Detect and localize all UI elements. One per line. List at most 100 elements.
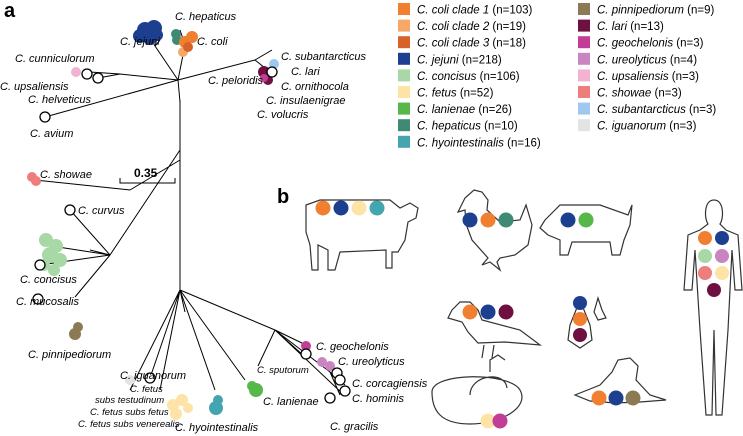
legend-swatch [578,102,590,115]
label-fetus-venerealis: C. fetus subs venerealis [78,419,180,430]
legend-item: C. hepaticus (n=10) [398,119,518,133]
label-gracilis: C. gracilis [330,421,379,433]
human-dot-showae [698,266,712,280]
leaf-node [324,392,336,404]
label-ornithocola: C. ornithocola [281,81,349,93]
legend-item: C. coli clade 2 (n=19) [398,19,526,33]
gull-dot-coli1 [462,304,478,320]
clade-blob-hyointestinalis [213,395,223,405]
legend-swatch [398,19,410,32]
seal-dot-coli1 [591,390,607,406]
chicken-dot-hepaticus [498,212,514,228]
legend-item: C. subantarcticus (n=3) [578,102,716,116]
legend-item: C. concisus (n=106) [398,69,520,83]
legend-swatch [398,102,410,115]
label-fetus-testudinum-2: subs testudinum [95,395,164,406]
human-dot-jejuni [715,231,729,245]
clade-blob-fetus [170,408,182,420]
label-mucosalis: C. mucosalis [16,296,79,308]
legend-text: C. hepaticus (n=10) [417,121,518,133]
legend-text: C. showae (n=3) [597,88,682,100]
legend-swatch [578,86,590,98]
clade-blob-fetus [176,394,188,406]
clade-blob-lanienae [247,381,257,391]
label-lari: C. lari [291,66,320,78]
cow-dot-fetus [351,200,367,216]
label-geochelonis: C. geochelonis [316,341,389,353]
water-dot-lari [573,328,587,342]
cow-dot-coli1 [315,200,331,216]
leaf-node [64,204,76,216]
label-ureolyticus: C. ureolyticus [338,356,405,368]
legend-swatch [578,3,590,15]
legend-text: C. coli clade 1 (n=103) [417,5,533,17]
label-upsaliensis: C. upsaliensis [0,81,69,93]
label-volucris: C. volucris [257,109,309,121]
human-dot-concisus [698,249,712,263]
legend-text: C. hyointestinalis (n=16) [417,137,541,149]
leaf-node [300,348,312,360]
label-corcagiensis: C. corcagiensis [352,378,428,390]
chicken-silhouette [456,189,533,272]
cow-dot-jejuni [333,200,349,216]
label-curvus: C. curvus [78,205,125,217]
leaf-node [144,372,156,384]
legend-text: C. coli clade 3 (n=18) [417,38,526,50]
legend-text: C. geochelonis (n=3) [597,38,704,50]
clade-blob-concisus [53,253,67,267]
turtle-dot-geochelonis [492,413,508,429]
legend-swatch [578,69,590,82]
label-hepaticus: C. hepaticus [175,11,237,23]
label-pinnipediorum: C. pinnipediorum [28,349,111,361]
clade-blob-ureolyticus [317,357,327,367]
water-drop-silhouette [567,295,607,349]
leaf-node [92,72,104,84]
scale-bar: 0.35 [119,166,176,184]
panel-label-b: b [277,186,289,208]
legend-item: C. fetus (n=52) [398,86,494,100]
label-insulaenigrae: C. insulaenigrae [266,95,346,107]
legend-text: C. lari (n=13) [597,21,664,33]
panel-label-a: a [4,0,16,22]
water-dot-coli1 [573,312,587,326]
label-avium: C. avium [30,128,73,140]
leaf-node [32,293,44,305]
legend-item: C. coli clade 3 (n=18) [398,36,526,50]
pig-silhouette [539,204,633,256]
turtle-dot-fetus [480,413,496,429]
label-helveticus: C. helveticus [28,94,91,106]
chicken-dot-coli1 [480,212,496,228]
gull-silhouette [447,301,543,359]
legend-text: C. jejuni (n=218) [417,54,502,66]
clade-blob-coli3 [183,42,193,52]
human-dot-coli1 [698,231,712,245]
snake-silhouette [431,354,523,425]
clade-blob-coli1 [186,31,198,43]
label-cunniculorum: C. cunniculorum [15,53,94,65]
clade-blob-iguanorum [125,375,135,385]
legend-text: C. fetus (n=52) [417,88,494,100]
legend-swatch [398,3,410,15]
clade-blob-concisus [48,264,60,276]
leaf-node [81,68,93,80]
legend-text: C. concisus (n=106) [417,71,520,83]
human-dot-fetus [715,266,729,280]
label-hominis: C. hominis [352,393,404,405]
label-sputorum: C. sputorum [257,365,309,376]
legend-text: C. lanienae (n=26) [417,104,512,116]
clade-blob-ureolyticus [325,361,335,371]
legend-swatch [398,36,410,49]
legend-item: C. pinnipediorum (n=9) [578,3,714,17]
host-dots [315,200,729,429]
clade-blob-fetus [183,403,193,413]
seal-dot-jejuni [608,390,624,406]
legend-item: C. coli clade 1 (n=103) [398,3,533,17]
legend-swatch [398,69,410,82]
legend-text: C. upsaliensis (n=3) [597,71,699,83]
scale-bar-label: 0.35 [134,166,158,180]
legend-item: C. hyointestinalis (n=16) [398,135,541,149]
cow-silhouette [305,199,419,271]
legend-swatch [578,36,590,49]
clade-blob-upsaliensis [71,67,81,77]
legend-text: C. subantarcticus (n=3) [597,104,716,116]
